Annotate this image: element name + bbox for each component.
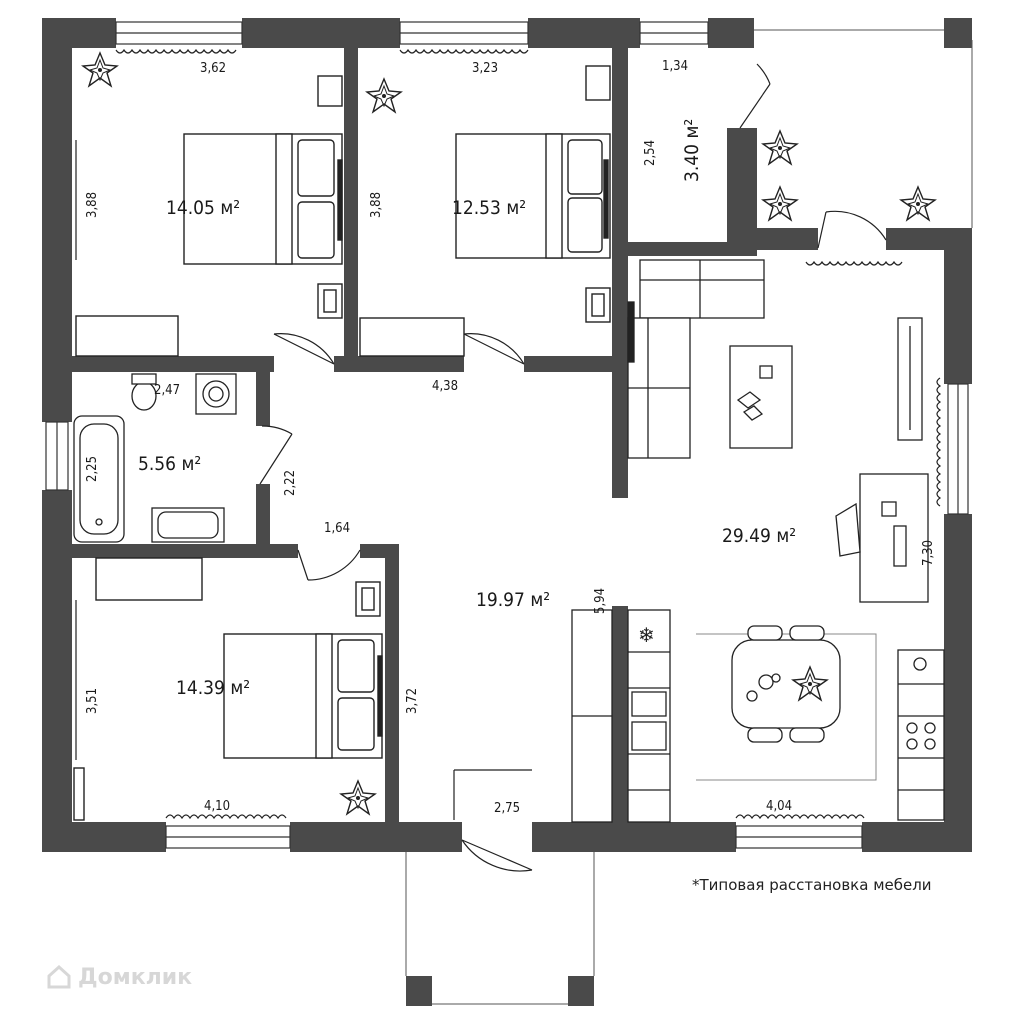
doors: [259, 63, 887, 872]
bedroom-1-furniture: [75, 75, 343, 357]
windows: [45, 21, 969, 849]
bedroom-2-area: 12.53 м²: [452, 197, 526, 219]
dim-bathroom-door: 2,22: [283, 470, 298, 496]
walls: [42, 18, 972, 1006]
watermark-text: Домклик: [78, 964, 193, 990]
bathroom-area: 5.56 м²: [138, 453, 201, 475]
dim-bathroom-width: 2,47: [154, 383, 180, 398]
dim-storage-height: 2,54: [643, 140, 658, 166]
bedroom-1-area: 14.05 м²: [166, 197, 240, 219]
dimension-labels: 3,62 3,88 3,23 3,88 1,34 2,54 2,47 2,25 …: [85, 59, 936, 816]
kitchen-furniture: ❄: [571, 609, 945, 823]
dim-hall-depth: 5,94: [593, 588, 608, 614]
dim-bedroom-2-width: 3,23: [472, 61, 498, 76]
living-kitchen-area: 29.49 м²: [722, 525, 796, 547]
house-logo-icon: [47, 964, 71, 989]
dim-bedroom-2-height: 3,88: [369, 192, 384, 218]
bedroom-3-furniture: [73, 557, 383, 821]
room-labels: 14.05 м² 12.53 м² 3.40 м² 5.56 м² 14.39 …: [138, 119, 796, 699]
dim-bathroom-height: 2,25: [85, 456, 100, 482]
curtains: [75, 48, 942, 820]
dim-hall-entry: 2,75: [494, 801, 520, 816]
dim-bedroom-1-height: 3,88: [85, 192, 100, 218]
bedroom-2-furniture: [359, 65, 611, 357]
dim-bedroom-3-width: 4,10: [204, 799, 230, 814]
furniture-footnote: *Типовая расстановка мебели: [692, 876, 932, 894]
storage-area: 3.40 м²: [681, 119, 703, 182]
dim-bedroom-3-height: 3,51: [85, 688, 100, 714]
dim-bedroom-3-side: 3,72: [405, 688, 420, 714]
watermark: Домклик: [46, 964, 192, 990]
svg-text:❄: ❄: [638, 625, 655, 647]
dim-living-width: 4,04: [766, 799, 792, 814]
hall-area: 19.97 м²: [476, 589, 550, 611]
bathroom-fixtures: [73, 373, 237, 543]
dim-storage-width: 1,34: [662, 59, 688, 74]
bedroom-3-area: 14.39 м²: [176, 677, 250, 699]
living-furniture: [627, 259, 929, 603]
porch: [405, 29, 973, 1005]
dim-bedroom-1-width: 3,62: [200, 61, 226, 76]
dim-hall-top: 4,38: [432, 379, 458, 394]
dim-hall-passage: 1,64: [324, 521, 350, 536]
dim-living-height: 7,30: [921, 540, 936, 566]
